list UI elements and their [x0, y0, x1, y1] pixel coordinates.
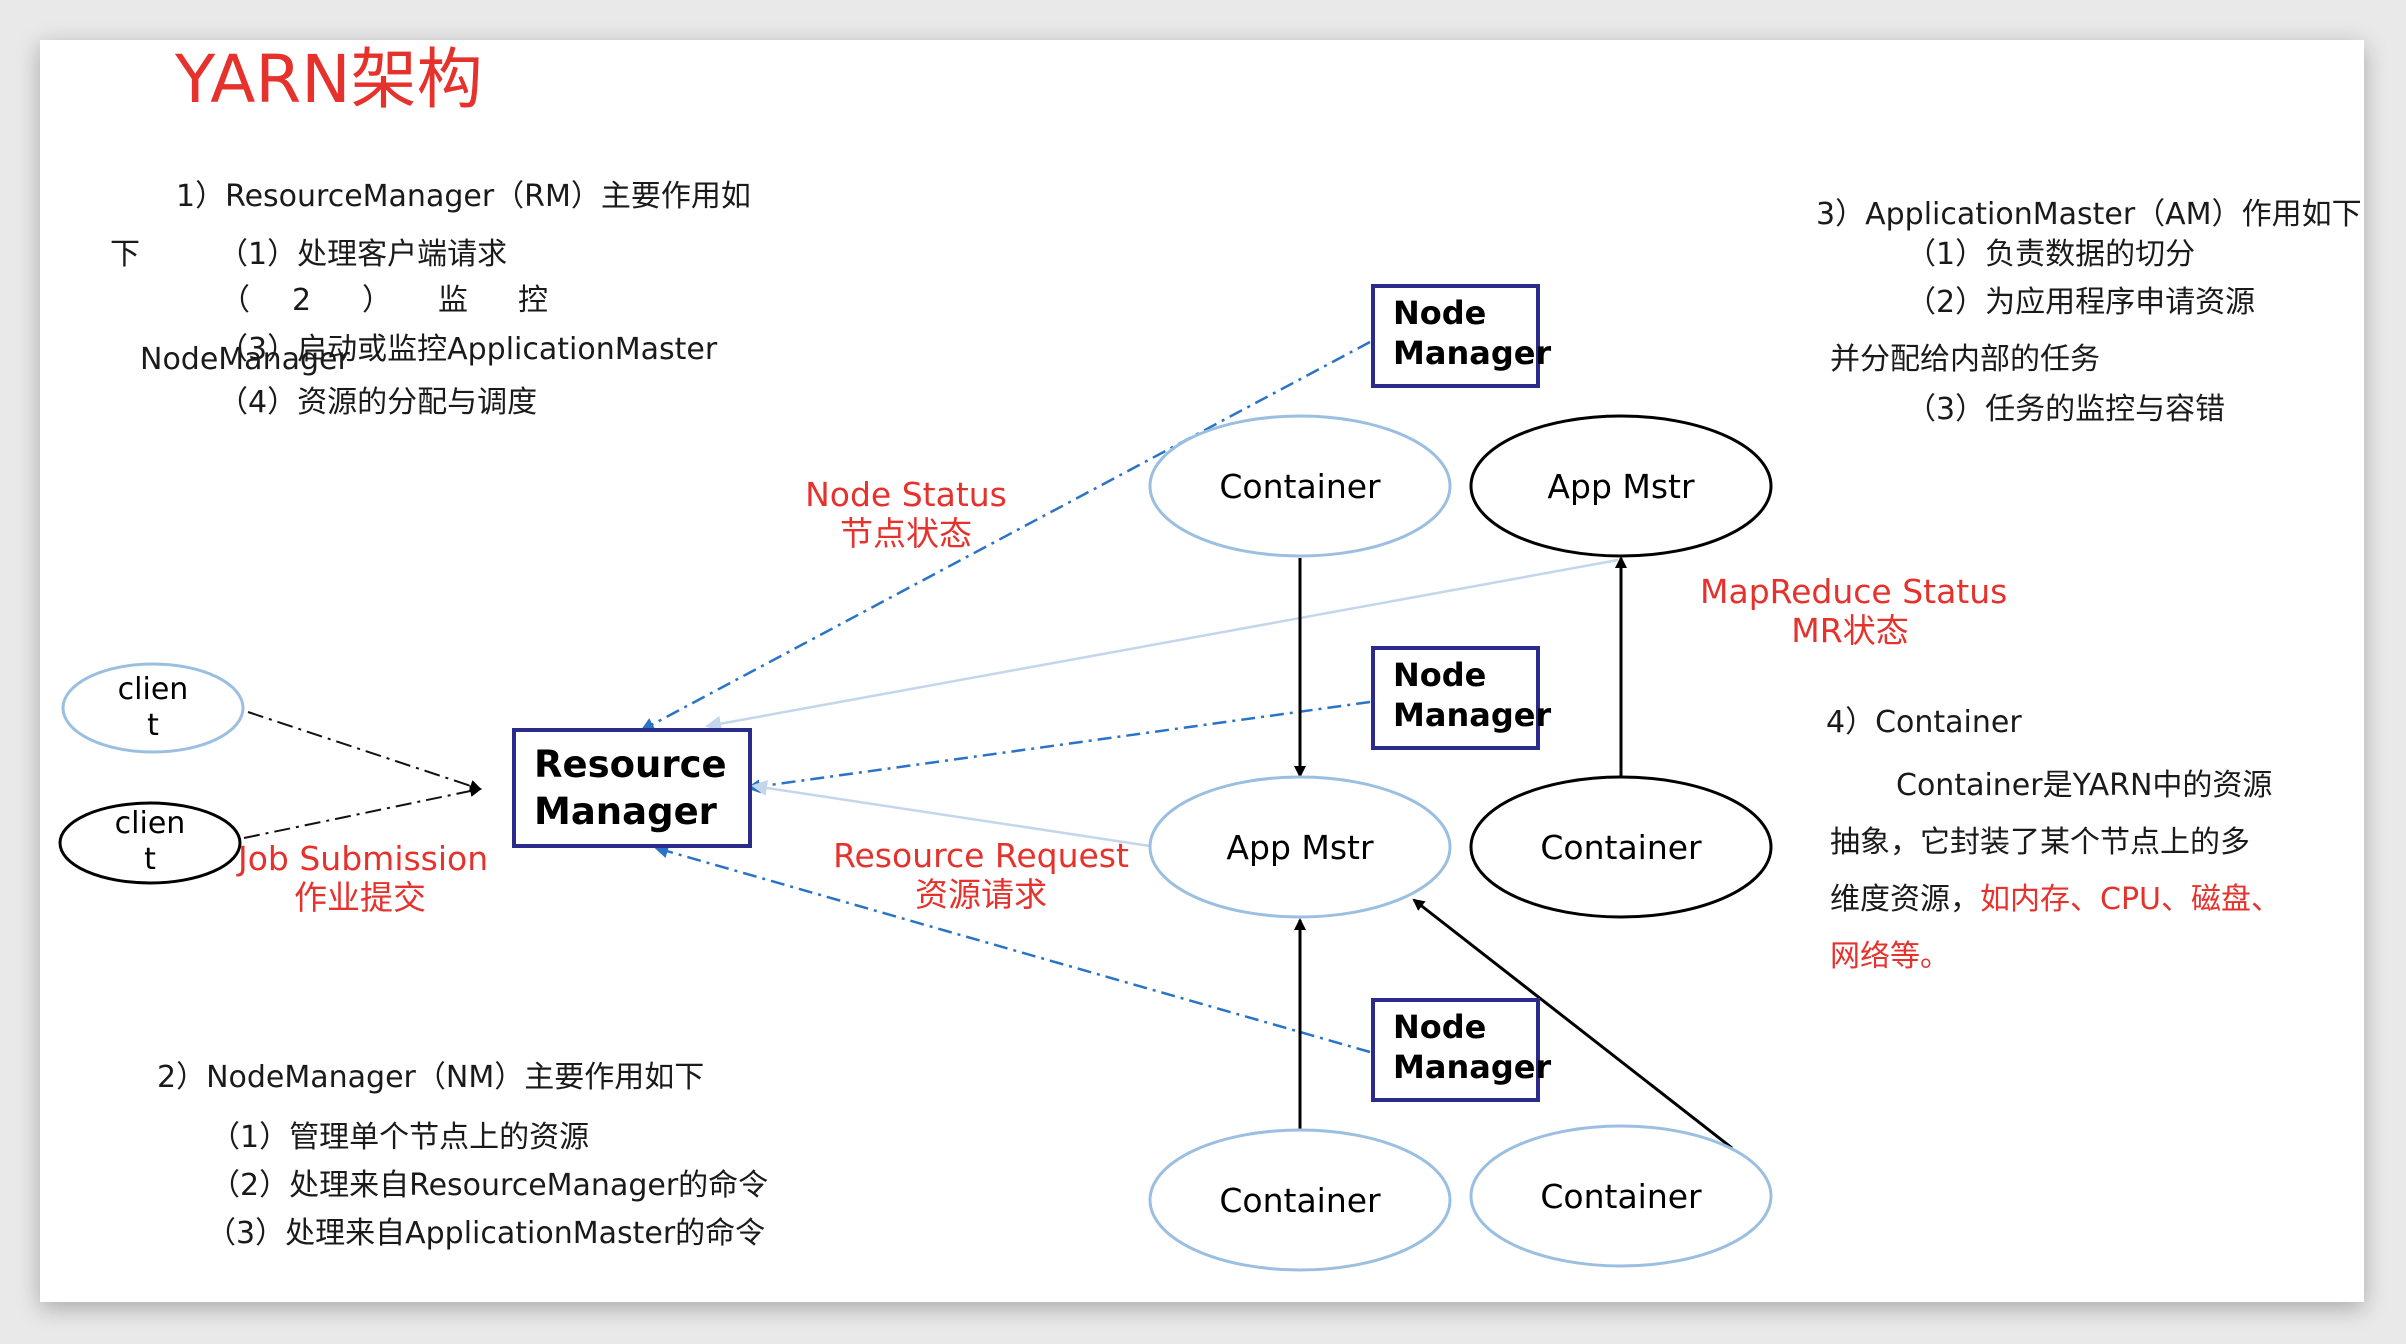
container-body-line-3: 维度资源，如内存、CPU、磁盘、 [1830, 882, 2281, 918]
container-body-text: 维度资源， [1830, 882, 1980, 917]
resource-manager-label: Manager [534, 790, 718, 833]
container-label: Container [1219, 467, 1381, 506]
app-master-node: App Mstr [1469, 414, 1773, 558]
edge-client2-rm [243, 785, 482, 839]
resource-manager-label: Resource [534, 743, 727, 786]
node-manager-label: Manager [1393, 334, 1551, 372]
client-label: clien [118, 672, 189, 707]
nm-item-1: （1）管理单个节点上的资源 [210, 1120, 590, 1155]
container-node: Container [1469, 775, 1773, 919]
node-manager-label: Node [1393, 294, 1486, 332]
resource-request-label: Resource Request 资源请求 [820, 836, 1142, 915]
rm-item-2-char: 监 [438, 283, 468, 318]
job-submission-label: Job Submission 作业提交 [238, 839, 489, 918]
container-node: Container [1148, 1128, 1452, 1272]
client-label: t [147, 708, 159, 743]
rm-item-2-char: ） [362, 283, 392, 318]
container-heading: 4）Container [1826, 705, 2022, 740]
node-manager-label: Manager [1393, 1048, 1551, 1086]
node-manager-label: Manager [1393, 696, 1551, 734]
container-label: Container [1540, 1177, 1702, 1216]
job-submission-en: Job Submission [238, 839, 489, 878]
edge-nm3-rm [654, 844, 1371, 1054]
rm-heading-wrap: 下 [110, 237, 140, 272]
client-label: t [144, 842, 156, 877]
node-manager-label: Node [1393, 656, 1486, 694]
app-master-node: App Mstr [1148, 775, 1452, 919]
resource-request-zh: 资源请求 [915, 874, 1047, 914]
node-manager-box: Node Manager [1371, 998, 1551, 1102]
rm-item-2-char: 2 [292, 283, 312, 318]
am-item-1: （1）负责数据的切分 [1906, 237, 2196, 272]
client-node: clien t [58, 801, 242, 885]
container-label: Container [1540, 828, 1702, 867]
edge-nm1-rm [640, 340, 1371, 732]
client-label: clien [115, 806, 186, 841]
node-manager-label: Node [1393, 1008, 1486, 1046]
container-highlight-line: 网络等。 [1830, 939, 1950, 974]
edge-nm2-rm [746, 700, 1371, 794]
page-title: YARN架构 [175, 41, 483, 118]
app-master-label: App Mstr [1226, 828, 1374, 867]
edge-am2-rm [751, 780, 1151, 848]
mapreduce-status-zh: MR状态 [1791, 610, 1909, 650]
nm-item-2: （2）处理来自ResourceManager的命令 [210, 1168, 769, 1203]
rm-item-2-char: 控 [518, 283, 548, 318]
slide: YARN架构 1）ResourceManager（RM）主要作用如 下 （1）处… [40, 40, 2364, 1302]
am-heading: 3）ApplicationMaster（AM）作用如下 [1816, 197, 2362, 232]
rm-item-2-char: （ [220, 283, 250, 318]
am-item-3: （3）任务的监控与容错 [1906, 392, 2226, 427]
am-item-2: （2）为应用程序申请资源 [1906, 285, 2256, 320]
node-status-label: Node Status 节点状态 [784, 475, 1028, 554]
node-status-zh: 节点状态 [840, 513, 972, 553]
rm-item-3: （3）启动或监控ApplicationMaster [218, 332, 718, 367]
edge-client1-rm [247, 711, 482, 792]
rm-heading: 1）ResourceManager（RM）主要作用如 [176, 179, 751, 214]
mapreduce-status-label: MapReduce Status MR状态 [1700, 572, 2008, 651]
container-label: Container [1219, 1181, 1381, 1220]
am-item-2-wrap: 并分配给内部的任务 [1830, 342, 2100, 377]
rm-overlap-text: NodeManager [140, 342, 350, 377]
nm-heading: 2）NodeManager（NM）主要作用如下 [157, 1060, 705, 1095]
rm-item-4: （4）资源的分配与调度 [218, 385, 538, 420]
node-status-en: Node Status [805, 475, 1007, 514]
resource-request-en: Resource Request [833, 836, 1129, 875]
container-node: Container [1148, 414, 1452, 558]
client-node: clien t [61, 662, 245, 754]
rm-item-1: （1）处理客户端请求 [218, 237, 508, 272]
edge-container4-am2 [1412, 898, 1733, 1150]
container-node: Container [1469, 1124, 1773, 1268]
job-submission-zh: 作业提交 [294, 877, 426, 917]
node-manager-box: Node Manager [1371, 646, 1551, 750]
resource-manager-box: Resource Manager [512, 728, 752, 848]
container-highlight: 如内存、CPU、磁盘、 [1980, 882, 2281, 917]
edge-am1-rm [705, 558, 1619, 732]
architecture-diagram: clien t clien t Resource Manager Node Ma… [58, 284, 1773, 1272]
container-body-line: Container是YARN中的资源 [1896, 768, 2273, 803]
container-body-line: 抽象，它封装了某个节点上的多 [1830, 825, 2250, 860]
mapreduce-status-en: MapReduce Status [1700, 572, 2008, 611]
nm-item-3: （3）处理来自ApplicationMaster的命令 [206, 1216, 766, 1251]
app-master-label: App Mstr [1547, 467, 1695, 506]
node-manager-box: Node Manager [1371, 284, 1551, 388]
